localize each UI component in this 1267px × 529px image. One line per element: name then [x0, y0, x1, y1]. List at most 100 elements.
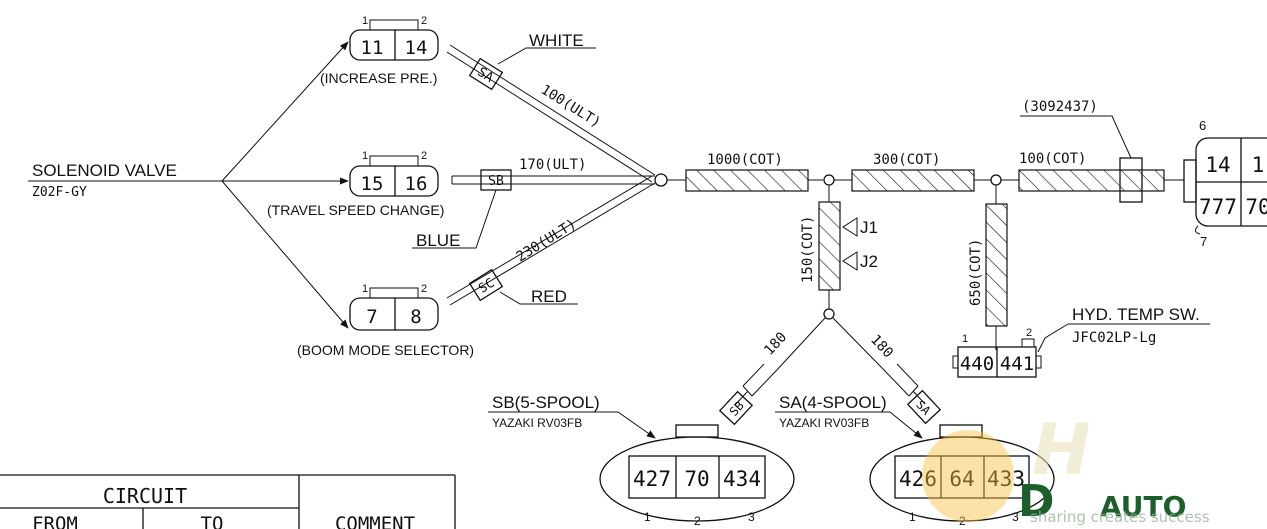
svg-text:(TRAVEL SPEED CHANGE): (TRAVEL SPEED CHANGE) — [267, 202, 444, 218]
connector-sb-5-spool: SB(5-SPOOL) YAZAKI RV03FB 427 70 434 1 2… — [488, 393, 795, 528]
wire-label-150cot: 150(COT) — [800, 216, 816, 283]
svg-text:AUTO: AUTO — [1100, 490, 1186, 523]
svg-text:1: 1 — [362, 283, 368, 295]
svg-text:SB(5-SPOOL): SB(5-SPOOL) — [492, 393, 600, 412]
svg-text:440: 440 — [960, 353, 994, 375]
svg-text:Z02F-GY: Z02F-GY — [32, 185, 87, 200]
ult-wires — [446, 44, 656, 306]
connector-increase-pre: 1 2 11 14 (INCREASE PRE.) — [320, 15, 439, 86]
tag-sb-branch: SB — [718, 390, 754, 426]
svg-text:(3092437): (3092437) — [1022, 99, 1098, 115]
svg-text:1: 1 — [909, 510, 916, 524]
svg-text:64: 64 — [949, 467, 974, 491]
svg-text:JFC02LP-Lg: JFC02LP-Lg — [1072, 330, 1156, 346]
svg-text:441: 441 — [1000, 353, 1034, 375]
svg-text:3: 3 — [1012, 510, 1019, 524]
svg-text:2: 2 — [421, 15, 427, 27]
svg-text:H: H — [1032, 409, 1091, 491]
wire-label-650cot: 650(COT) — [968, 239, 984, 306]
svg-text:HYD. TEMP SW.: HYD. TEMP SW. — [1072, 305, 1200, 324]
tag-sa: SA — [468, 57, 504, 91]
wire-label-300cot: 300(COT) — [873, 152, 940, 168]
svg-text:SB: SB — [727, 399, 747, 419]
svg-text:70: 70 — [684, 467, 709, 491]
svg-text:SOLENOID VALVE: SOLENOID VALVE — [32, 161, 177, 180]
tag-sc: SC — [468, 268, 504, 302]
table-header-to: TO — [201, 513, 224, 529]
table-header-from: FROM — [32, 513, 78, 529]
svg-text:(BOOM MODE SELECTOR): (BOOM MODE SELECTOR) — [297, 342, 474, 358]
svg-text:SB: SB — [488, 174, 504, 189]
svg-text:BLUE: BLUE — [416, 231, 460, 250]
svg-text:2: 2 — [694, 514, 701, 528]
svg-text:(INCREASE PRE.): (INCREASE PRE.) — [320, 70, 437, 86]
svg-text:15: 15 — [361, 173, 384, 195]
svg-text:SA: SA — [475, 65, 496, 86]
solenoid-valve-label: SOLENOID VALVE Z02F-GY — [28, 161, 222, 200]
wire-label-100cot: 100(COT) — [1019, 151, 1086, 167]
svg-text:2: 2 — [1026, 327, 1032, 339]
wire-label-230ult: 230(ULT) — [514, 216, 580, 265]
svg-text:3: 3 — [748, 510, 755, 524]
svg-text:427: 427 — [633, 467, 671, 491]
svg-text:1: 1 — [962, 333, 968, 345]
tag-sa-branch: SA — [906, 389, 942, 425]
branch-to-sb — [734, 317, 826, 406]
branch-650 — [985, 185, 1008, 350]
svg-text:7: 7 — [366, 306, 377, 328]
svg-text:2: 2 — [959, 514, 966, 528]
branch-150 — [818, 185, 858, 320]
table-header-circuit: CIRCUIT — [103, 484, 187, 508]
svg-text:1: 1 — [644, 510, 651, 524]
svg-text:14: 14 — [1205, 153, 1230, 177]
svg-text:11: 11 — [361, 37, 384, 59]
svg-text:1: 1 — [362, 150, 368, 162]
svg-text:16: 16 — [405, 173, 428, 195]
jumper-j1: J1 — [860, 218, 878, 237]
jumper-j2: J2 — [860, 252, 878, 271]
svg-text:14: 14 — [405, 37, 428, 59]
svg-text:SA: SA — [913, 398, 934, 419]
junction-main — [654, 173, 668, 187]
connector-travel-speed: 1 2 15 16 (TRAVEL SPEED CHANGE) — [267, 150, 444, 218]
connector-boom-mode: 1 2 7 8 (BOOM MODE SELECTOR) — [297, 283, 474, 358]
svg-text:D: D — [1018, 476, 1055, 527]
svg-text:YAZAKI RV03FB: YAZAKI RV03FB — [492, 416, 582, 430]
circuit-table: CIRCUIT FROM TO COMMENT — [0, 474, 456, 529]
svg-text:SA(4-SPOOL): SA(4-SPOOL) — [779, 393, 887, 412]
svg-text:1: 1 — [362, 15, 368, 27]
svg-text:433: 433 — [987, 467, 1025, 491]
svg-text:70: 70 — [1245, 195, 1267, 219]
watermark-logo: H D AUTO sharing creates success — [922, 409, 1210, 527]
svg-text:WHITE: WHITE — [529, 31, 584, 50]
svg-text:7: 7 — [1200, 234, 1207, 249]
svg-text:6: 6 — [1199, 118, 1206, 133]
svg-text:SC: SC — [476, 276, 497, 297]
svg-text:sharing creates success: sharing creates success — [1030, 508, 1210, 526]
connector-hyd-temp: HYD. TEMP SW. JFC02LP-Lg 1 2 440 441 — [952, 305, 1210, 378]
color-blue: BLUE — [412, 189, 497, 250]
part-no-leader: (3092437) — [1020, 99, 1132, 159]
branch-to-sa — [832, 317, 926, 405]
source-arrows — [221, 41, 349, 329]
svg-text:2: 2 — [421, 283, 427, 295]
svg-text:2: 2 — [421, 150, 427, 162]
connector-right: 6 14 1 777 70 7 — [1183, 118, 1267, 249]
color-red: RED — [499, 287, 578, 306]
svg-text:434: 434 — [723, 467, 761, 491]
wire-label-170ult: 170(ULT) — [519, 157, 586, 173]
tag-sb: SB — [480, 169, 512, 191]
table-header-comment: COMMENT — [335, 513, 415, 529]
main-trunk — [667, 157, 1184, 203]
color-white: WHITE — [497, 31, 596, 65]
svg-text:YAZAKI RV03FB: YAZAKI RV03FB — [779, 416, 869, 430]
svg-text:777: 777 — [1199, 195, 1237, 219]
svg-text:RED: RED — [531, 287, 567, 306]
svg-text:426: 426 — [899, 467, 937, 491]
wire-label-180-sb: 180 — [761, 329, 790, 358]
svg-text:1: 1 — [1252, 153, 1265, 177]
connector-sa-4-spool: SA(4-SPOOL) YAZAKI RV03FB 426 64 433 1 2… — [775, 393, 1055, 528]
svg-text:8: 8 — [410, 306, 421, 328]
wire-label-1000cot: 1000(COT) — [707, 152, 783, 168]
